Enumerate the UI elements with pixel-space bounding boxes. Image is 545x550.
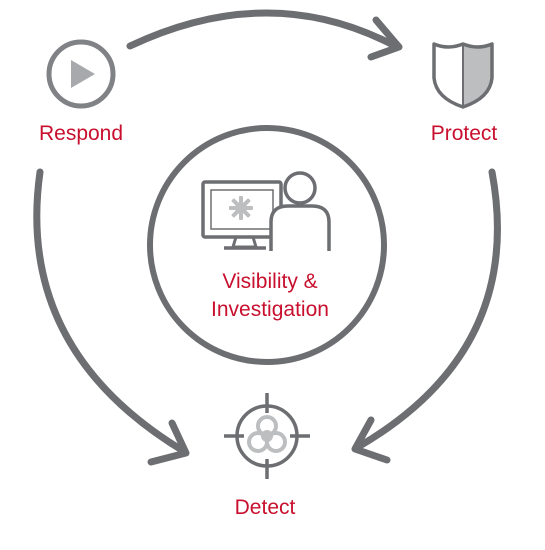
play-icon <box>46 39 116 109</box>
center-label-line2: Investigation <box>211 298 329 321</box>
arrow-respond-to-protect <box>126 9 403 61</box>
respond-label: Respond <box>38 122 124 145</box>
detect-label: Detect <box>234 496 296 519</box>
target-biohazard-icon <box>224 393 310 479</box>
arrow-respond-to-detect <box>33 168 190 466</box>
shield-icon <box>432 42 494 109</box>
monitor-person-icon <box>201 171 331 251</box>
center-label-line1: Visibility & <box>222 270 318 293</box>
protect-label: Protect <box>430 122 498 145</box>
center-circle <box>147 125 387 365</box>
center-label: Visibility & Investigation <box>185 268 355 324</box>
arrow-protect-to-detect <box>351 168 501 464</box>
